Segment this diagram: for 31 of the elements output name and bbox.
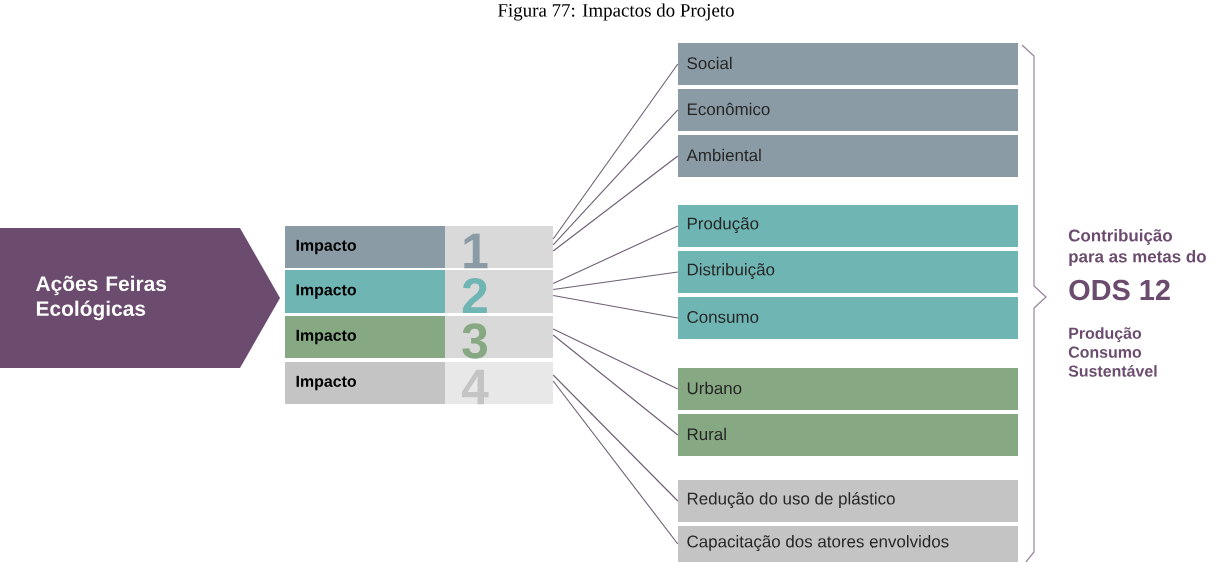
category-box: Ambiental [678, 135, 1018, 177]
connector-line [552, 109, 679, 246]
category-box: Produção [678, 205, 1018, 247]
category-box: Social [678, 43, 1018, 85]
side-text: Contribuição [1068, 229, 1172, 245]
category-box: Distribuição [678, 251, 1018, 293]
side-text: Produção Consumo Sustentável [1068, 327, 1157, 377]
category-box: Urbano [678, 368, 1018, 410]
impact-row: Impacto 3 [285, 316, 553, 359]
connector-line [552, 334, 679, 436]
connector-line [552, 225, 679, 285]
category-box: Consumo [678, 297, 1018, 339]
connector-line [552, 271, 679, 291]
connector-line [552, 374, 679, 502]
heading-text: ODS 12 [1069, 279, 1170, 301]
connector-line [552, 380, 679, 545]
connector-line [552, 294, 679, 319]
category-box: Redução do uso de plástico [678, 480, 1018, 522]
connector-line [552, 63, 679, 240]
impact-row: Impacto 1 [285, 226, 553, 269]
node-label: 3 [462, 323, 488, 359]
node-label: 1 [464, 233, 488, 269]
node-label: 2 [462, 278, 487, 313]
category-box: Rural [678, 414, 1018, 456]
category-box: Capacitação dos atores envolvidos [678, 526, 1018, 562]
figure-title: Figura 77: Impactos do Projeto [498, 3, 734, 21]
side-text: para as metas do [1069, 250, 1206, 266]
impact-row: Impacto 2 [285, 270, 553, 313]
connector-line [552, 328, 679, 390]
connector-line [552, 155, 679, 252]
category-box: Econômico [678, 89, 1018, 131]
